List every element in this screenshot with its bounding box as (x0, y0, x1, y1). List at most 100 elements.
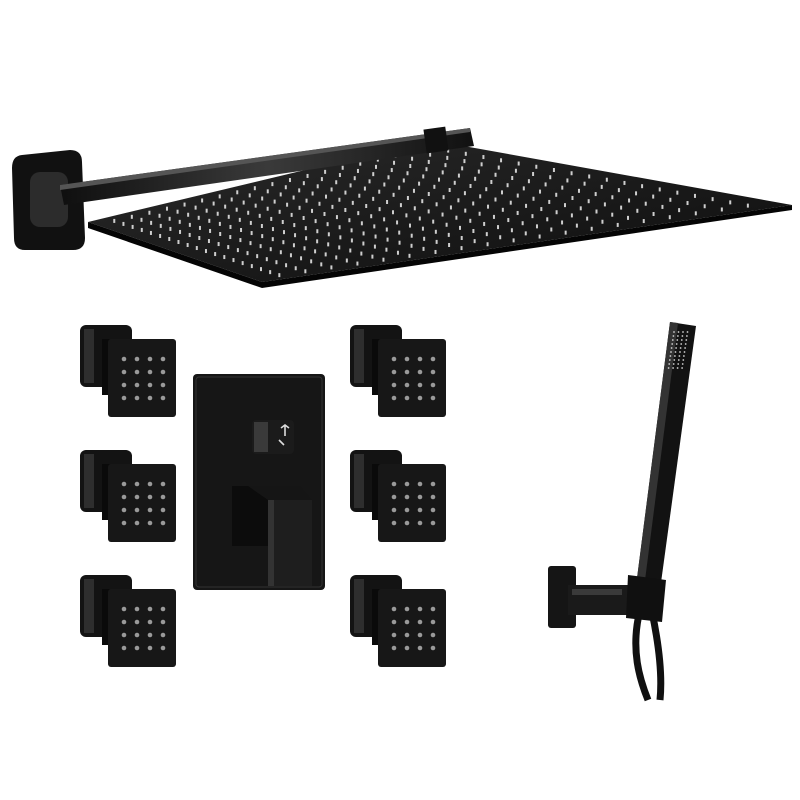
nozzle (538, 234, 541, 239)
nozzle (441, 212, 444, 217)
nozzle (269, 247, 272, 252)
nozzle (444, 163, 447, 168)
nozzle (250, 264, 253, 269)
nozzle (246, 251, 249, 256)
jet-body (102, 589, 110, 645)
nozzle (159, 233, 162, 238)
nozzle (362, 241, 365, 246)
jet-body (372, 464, 380, 520)
nozzle (302, 216, 305, 220)
jet-nozzle (160, 520, 166, 526)
jet-nozzle (391, 356, 397, 362)
jet-nozzle (391, 481, 397, 487)
nozzle (338, 173, 341, 178)
nozzle (412, 188, 415, 193)
nozzle (306, 173, 309, 178)
hand-nozzle (668, 363, 671, 365)
nozzle (294, 266, 297, 271)
jet-nozzle (134, 356, 140, 362)
hand-nozzle (682, 359, 685, 361)
nozzle (344, 208, 347, 212)
shower-arm (12, 126, 474, 250)
nozzle (350, 228, 353, 233)
nozzle (442, 195, 445, 200)
jet-nozzle (417, 382, 423, 388)
nozzle (266, 189, 269, 194)
nozzle (359, 161, 362, 166)
hand-nozzle (677, 359, 680, 361)
jet-nozzle (147, 619, 153, 625)
diverter-valve (193, 374, 325, 590)
jet-nozzle (430, 606, 436, 612)
jet-nozzle (134, 645, 140, 651)
nozzle (686, 201, 689, 206)
nozzle (506, 183, 509, 188)
nozzle (300, 256, 303, 261)
hand-nozzle (686, 335, 688, 337)
nozzle (636, 208, 639, 213)
nozzle (478, 211, 481, 216)
nozzle (362, 231, 365, 236)
nozzle (474, 176, 477, 181)
nozzle (516, 210, 519, 215)
jet-body (372, 339, 380, 395)
hand-nozzle (671, 343, 674, 345)
nozzle (448, 243, 451, 247)
nozzle (253, 186, 256, 191)
jet-nozzle (160, 494, 166, 500)
shower-head-plate (88, 140, 792, 282)
nozzle (183, 202, 186, 207)
nozzle (411, 156, 414, 161)
jet-nozzle (147, 645, 153, 651)
jet-plate-highlight (84, 579, 94, 633)
jet-nozzle (391, 632, 397, 638)
nozzle (298, 188, 301, 193)
hand-nozzle (683, 351, 686, 353)
nozzle (314, 219, 317, 224)
nozzle (335, 180, 338, 185)
nozzle (294, 233, 297, 238)
nozzle (535, 164, 538, 169)
nozzle (240, 228, 243, 232)
nozzle (372, 196, 375, 201)
nozzle (549, 175, 552, 180)
nozzle (149, 230, 152, 235)
nozzle (338, 245, 341, 250)
nozzle (281, 220, 284, 224)
nozzle (652, 212, 655, 216)
nozzle (227, 214, 230, 219)
diverter-knob[interactable] (252, 420, 294, 454)
nozzle (460, 236, 463, 241)
nozzle (501, 207, 504, 212)
hand-nozzle (684, 343, 687, 345)
nozzle (320, 177, 323, 182)
mixer-lever[interactable] (232, 486, 312, 586)
nozzle (527, 179, 530, 184)
nozzle (427, 192, 430, 196)
jet-nozzle (160, 382, 166, 388)
nozzle (385, 227, 388, 232)
nozzle (353, 176, 356, 181)
nozzle (552, 168, 555, 172)
jet-nozzle (121, 395, 127, 401)
nozzle (455, 215, 458, 220)
nozzle (360, 251, 363, 256)
body-jets (80, 325, 446, 667)
nozzle (390, 168, 393, 173)
nozzle (323, 212, 326, 216)
nozzle (140, 217, 143, 222)
nozzle (669, 197, 672, 202)
nozzle (288, 178, 291, 183)
jet-nozzle (430, 356, 436, 362)
nozzle (406, 196, 409, 200)
jet-face (378, 464, 446, 542)
nozzle (254, 203, 257, 208)
nozzle (441, 170, 444, 175)
body-jet (80, 450, 176, 542)
nozzle (477, 169, 480, 174)
hand-nozzle (681, 367, 683, 369)
hand-nozzle (671, 339, 674, 341)
nozzle (247, 210, 250, 215)
